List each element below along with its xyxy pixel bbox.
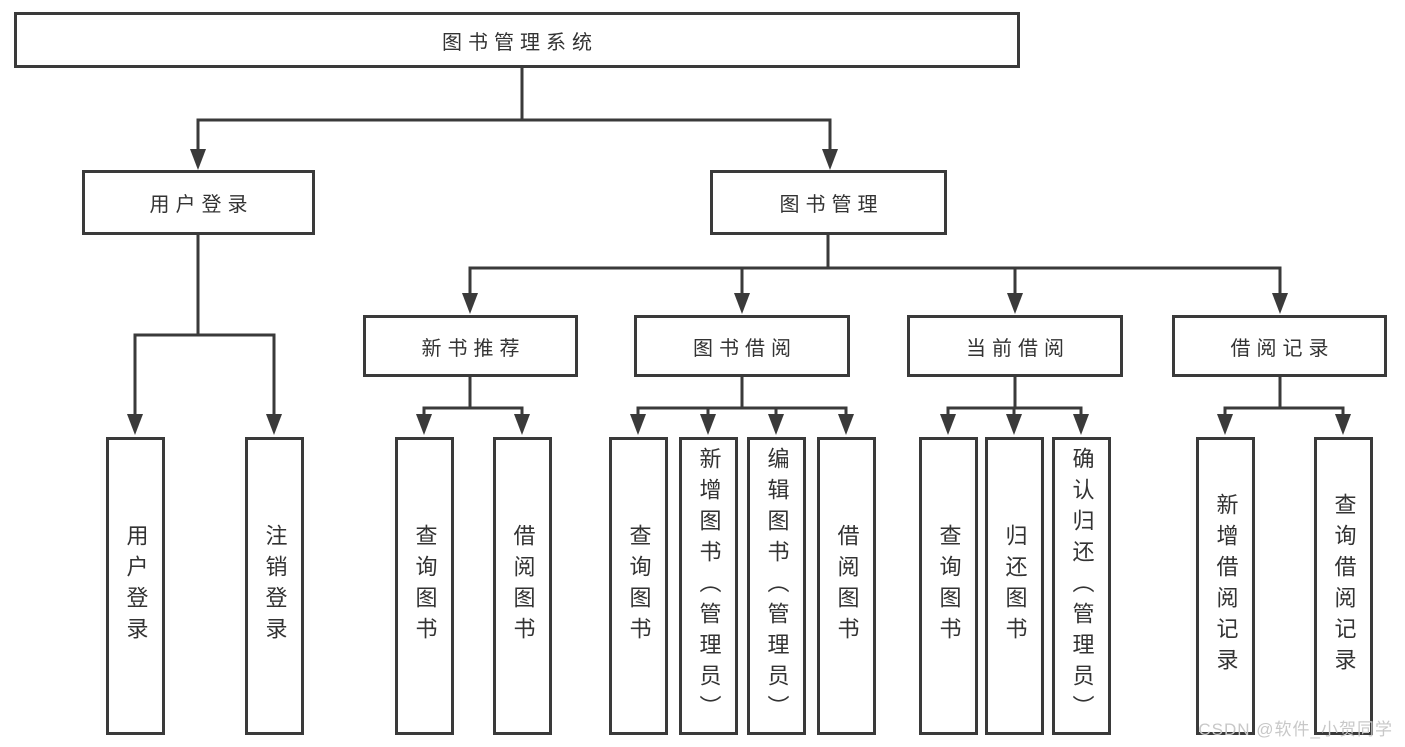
leaf-recommend-borrow-books-label: 借阅图书 bbox=[510, 524, 536, 648]
leaf-borrow-add-books-admin: 新增图书（管理员） bbox=[679, 437, 738, 735]
csdn-watermark: CSDN @软件_小贺同学 bbox=[1198, 720, 1393, 739]
leaf-user-login-label: 用户登录 bbox=[123, 524, 149, 648]
leaf-logout: 注销登录 bbox=[245, 437, 304, 735]
node-current-borrow: 当前借阅 bbox=[907, 315, 1123, 377]
leaf-user-login: 用户登录 bbox=[106, 437, 165, 735]
leaf-recommend-query-books: 查询图书 bbox=[395, 437, 454, 735]
leaf-records-add-record: 新增借阅记录 bbox=[1196, 437, 1255, 735]
node-user-login: 用户登录 bbox=[82, 170, 315, 235]
arrowheads bbox=[127, 149, 1351, 435]
leaf-borrow-edit-books-admin-label: 编辑图书（管理员） bbox=[764, 446, 790, 726]
leaf-recommend-query-books-label: 查询图书 bbox=[412, 524, 438, 648]
node-book-management: 图书管理 bbox=[710, 170, 947, 235]
connector-root-branch bbox=[196, 68, 832, 150]
leaf-borrow-borrow-books: 借阅图书 bbox=[817, 437, 876, 735]
leaf-current-return-books: 归还图书 bbox=[985, 437, 1044, 735]
leaf-records-add-record-label: 新增借阅记录 bbox=[1213, 493, 1239, 679]
leaf-current-confirm-return-admin-label: 确认归还（管理员） bbox=[1069, 446, 1095, 726]
connector-new-book-recommend-branch bbox=[422, 377, 524, 416]
leaf-recommend-borrow-books: 借阅图书 bbox=[493, 437, 552, 735]
connector-current-borrow-branch bbox=[946, 377, 1083, 416]
leaf-current-query-books: 查询图书 bbox=[919, 437, 978, 735]
leaf-records-query-record-label: 查询借阅记录 bbox=[1331, 493, 1357, 679]
leaf-borrow-query-books: 查询图书 bbox=[609, 437, 668, 735]
node-book-management-label: 图书管理 bbox=[779, 194, 884, 216]
node-root-system-label: 图书管理系统 bbox=[442, 31, 598, 54]
connector-book-borrow-branch bbox=[636, 377, 848, 416]
leaf-records-query-record: 查询借阅记录 bbox=[1314, 437, 1373, 735]
leaf-borrow-add-books-admin-label: 新增图书（管理员） bbox=[696, 446, 722, 726]
connector-user-login-branch bbox=[133, 235, 276, 416]
node-book-borrow-label: 图书借阅 bbox=[693, 337, 797, 360]
node-new-book-recommend-label: 新书推荐 bbox=[421, 337, 526, 360]
leaf-current-return-books-label: 归还图书 bbox=[1002, 524, 1028, 648]
node-root-system: 图书管理系统 bbox=[14, 12, 1020, 68]
leaf-current-confirm-return-admin: 确认归还（管理员） bbox=[1052, 437, 1111, 735]
node-user-login-label: 用户登录 bbox=[149, 194, 254, 216]
leaf-borrow-query-books-label: 查询图书 bbox=[626, 524, 652, 648]
leaf-current-query-books-label: 查询图书 bbox=[936, 524, 962, 648]
node-book-borrow: 图书借阅 bbox=[634, 315, 850, 377]
leaf-borrow-borrow-books-label: 借阅图书 bbox=[834, 524, 860, 648]
connector-borrow-records-branch bbox=[1223, 377, 1345, 416]
node-new-book-recommend: 新书推荐 bbox=[363, 315, 578, 377]
node-borrow-records: 借阅记录 bbox=[1172, 315, 1387, 377]
connector-book-management-branch bbox=[468, 235, 1282, 295]
node-borrow-records-label: 借阅记录 bbox=[1230, 337, 1335, 360]
node-current-borrow-label: 当前借阅 bbox=[966, 337, 1070, 360]
leaf-logout-label: 注销登录 bbox=[262, 524, 288, 648]
leaf-borrow-edit-books-admin: 编辑图书（管理员） bbox=[747, 437, 806, 735]
